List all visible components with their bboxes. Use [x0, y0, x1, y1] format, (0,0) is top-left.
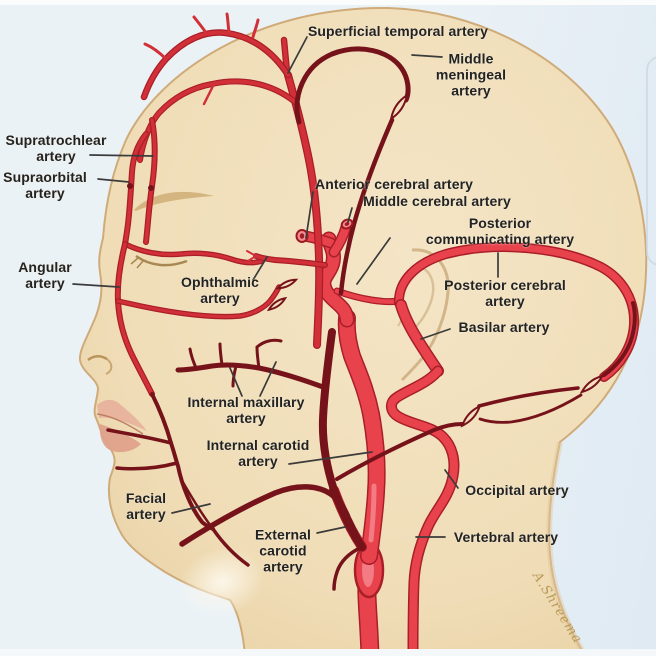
- nostril: [87, 355, 113, 375]
- internal-carotid-artery: [337, 309, 386, 565]
- label-middle-meningeal-artery: Middle meningeal artery: [435, 50, 507, 100]
- middle-meningeal-artery-path: [294, 46, 411, 296]
- occipital-artery-path: [335, 301, 637, 481]
- ophthalmic-artery-path: [246, 250, 328, 268]
- label-posterior-cerebral-artery: Posterior cerebral artery: [444, 276, 566, 309]
- vertebral-artery-path: [386, 365, 460, 656]
- screen-edge-artifact: [646, 56, 656, 266]
- label-supraorbital-artery: Supraorbital artery: [3, 168, 87, 201]
- top-white-strip: [0, 0, 656, 5]
- brow-vessel: [122, 241, 265, 266]
- label-internal-maxillary-artery: Internal maxillary artery: [187, 393, 305, 426]
- leader-lines: [72, 36, 499, 538]
- head-outline: [78, 6, 648, 656]
- anastomosis-lenses: [266, 93, 605, 428]
- infraorbital-vessel: [115, 284, 282, 320]
- basilar-artery-path: [395, 299, 444, 377]
- superior-thyroid-artery-path: [332, 545, 364, 591]
- bright-arteries: [114, 12, 640, 656]
- label-angular-artery: Angular artery: [18, 258, 72, 291]
- dark-arteries: [106, 46, 637, 591]
- head-edge-shade: [546, 441, 588, 656]
- label-vertebral-artery: Vertebral artery: [453, 528, 559, 545]
- label-occipital-artery: Occipital artery: [465, 481, 569, 498]
- label-superficial-temporal-artery: Superficial temporal artery: [307, 22, 489, 39]
- chin-highlight: [178, 546, 266, 618]
- facial-artery-path: [106, 392, 365, 567]
- head-silhouette: [78, 6, 648, 656]
- eyebrow: [134, 191, 214, 211]
- common-carotid-artery: [353, 541, 385, 656]
- label-anterior-cerebral-artery: Anterior cerebral artery: [314, 175, 474, 192]
- angular-artery-path: [114, 241, 155, 397]
- label-posterior-communicating-artery: Posterior communicating artery: [425, 214, 575, 247]
- vessel-cut-marks: [127, 183, 354, 243]
- label-ophthalmic-artery: Ophthalmic artery: [180, 273, 260, 306]
- supraorbital-artery-path: [122, 131, 149, 247]
- label-internal-carotid-artery: Internal carotid artery: [206, 436, 310, 469]
- label-middle-cerebral-artery: Middle cerebral artery: [363, 192, 511, 209]
- label-external-carotid-artery: External carotid artery: [254, 526, 312, 576]
- label-basilar-artery: Basilar artery: [458, 318, 550, 335]
- label-facial-artery: Facial artery: [125, 489, 167, 522]
- label-supratrochlear-artery: Supratrochlear artery: [5, 131, 107, 164]
- bottom-white-strip: [0, 649, 656, 656]
